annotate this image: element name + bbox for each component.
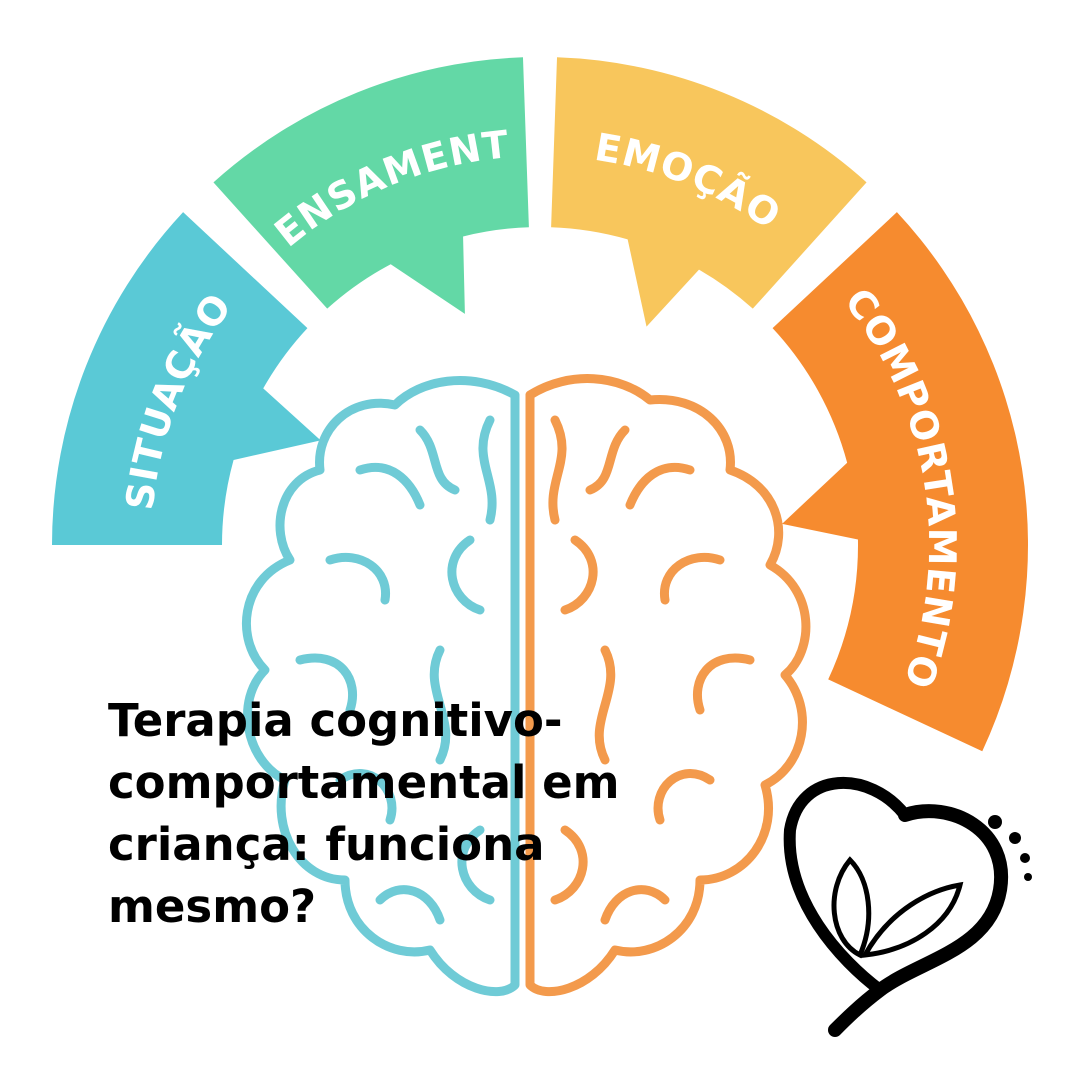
title-line: comportamental em — [108, 756, 620, 809]
segment-pensamento — [213, 57, 529, 314]
brain-left-hemisphere — [241, 376, 520, 997]
title-line: Terapia cognitivo- — [108, 694, 563, 747]
segment-emocao — [551, 57, 867, 327]
title-line: mesmo? — [108, 880, 317, 933]
title-line: criança: funciona — [108, 818, 545, 871]
heart-leaf-logo — [783, 777, 1032, 1037]
segment-situacao — [52, 212, 321, 545]
article-title: Terapia cognitivo- comportamental em cri… — [108, 690, 708, 938]
segment-comportamento — [772, 212, 1028, 752]
brain-right-hemisphere — [525, 374, 811, 997]
